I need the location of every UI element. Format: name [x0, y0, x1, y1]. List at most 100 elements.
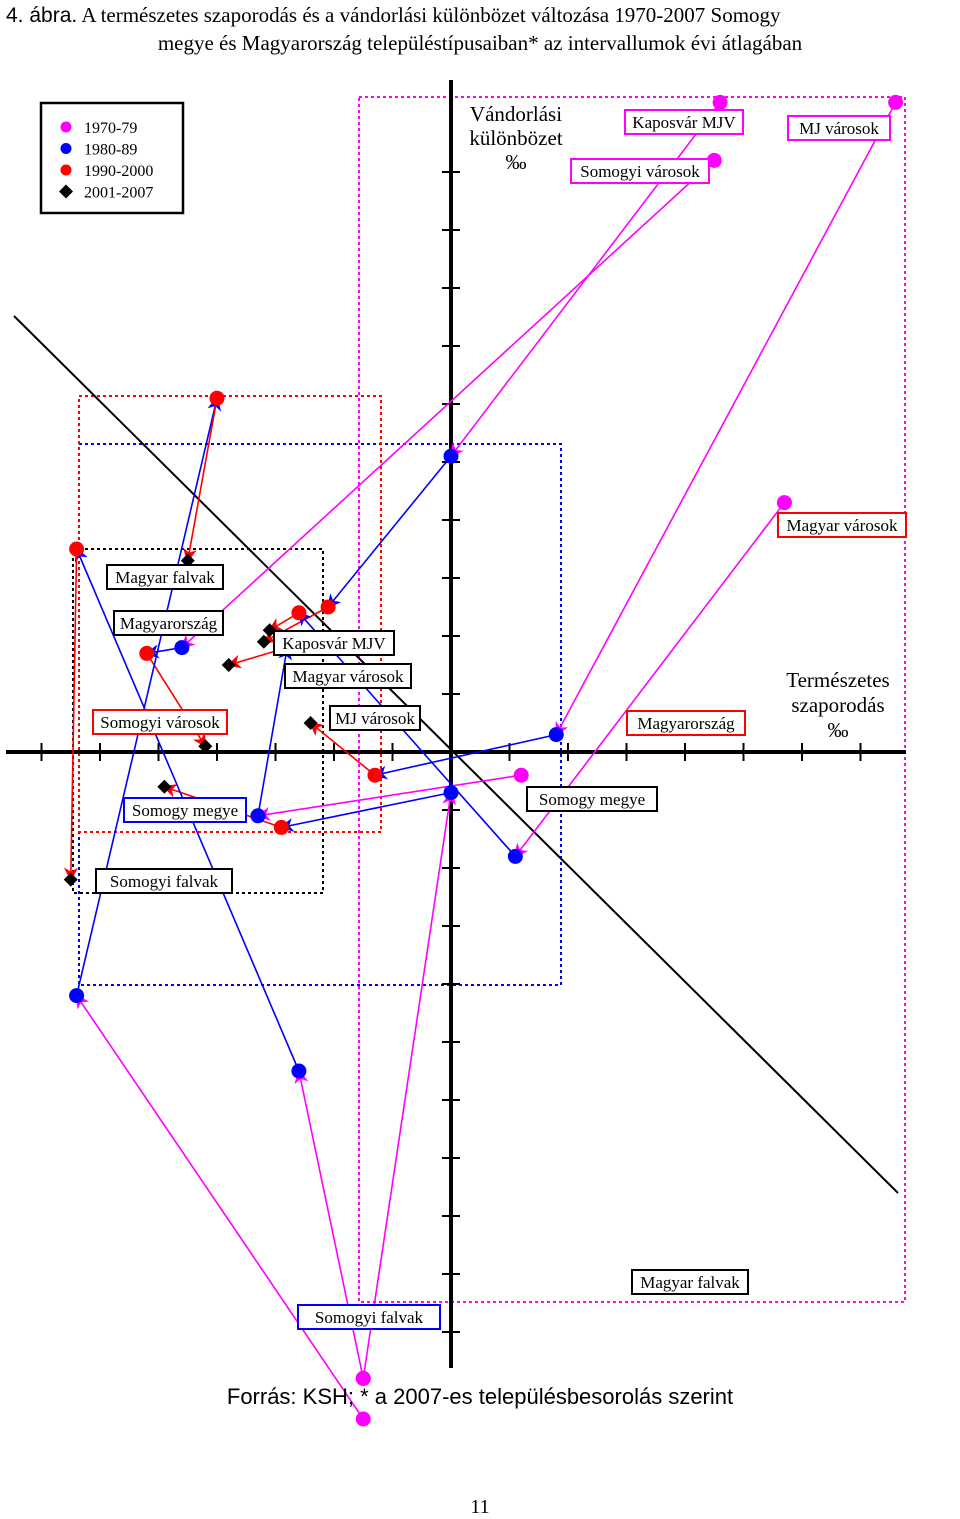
- point-1970-79: [355, 1370, 371, 1386]
- period-frame-3: [78, 395, 382, 833]
- label-box: [273, 630, 395, 656]
- point-diamond-2001-2007: [198, 739, 213, 754]
- label-box: [95, 868, 233, 894]
- point-1970-79: [888, 94, 904, 110]
- point-1980-89: [291, 1063, 307, 1079]
- point-label: Magyar falvak: [640, 1273, 740, 1292]
- title-text-1: A természetes szaporodás és a vándorlási…: [81, 3, 781, 27]
- data-points: [63, 94, 904, 1427]
- trajectory-arrow: [180, 159, 715, 649]
- label-box: [526, 786, 658, 812]
- point-1990-2000: [367, 767, 383, 783]
- label-box: [631, 1269, 749, 1295]
- trajectory-arrow: [449, 101, 721, 458]
- x-axis-label: szaporodás: [791, 693, 884, 717]
- source-note: Forrás: KSH; * a 2007-es településbesoro…: [226, 1384, 734, 1409]
- trajectory-arrow: [362, 790, 457, 1379]
- legend-label: 2001-2007: [84, 185, 153, 202]
- label-box: [92, 709, 228, 735]
- point-label: Magyar falvak: [115, 568, 215, 587]
- trajectory-arrow: [255, 774, 522, 821]
- point-1980-89: [174, 640, 190, 656]
- point-label: Somogyi falvak: [110, 872, 219, 891]
- y-axis-label: Vándorlási: [470, 102, 562, 126]
- label-box: [787, 115, 891, 141]
- label-box: [329, 705, 421, 731]
- point-1990-2000: [69, 541, 85, 557]
- trajectory-arrow: [182, 398, 218, 563]
- point-label: Somogyi falvak: [315, 1308, 424, 1327]
- diagonal-line: [13, 315, 899, 1194]
- point-1970-79: [706, 152, 722, 168]
- legend-marker: [60, 121, 72, 133]
- point-1970-79: [776, 495, 792, 511]
- period-frame-1: [358, 96, 906, 1303]
- point-1980-89: [443, 448, 459, 464]
- point-diamond-2001-2007: [221, 658, 236, 672]
- y-axis-label: ‰: [506, 150, 527, 174]
- label-box: [284, 663, 412, 689]
- point-label: MJ városok: [799, 119, 879, 138]
- point-1970-79: [513, 767, 529, 783]
- point-label: Somogy megye: [539, 790, 645, 809]
- legend-marker: [60, 143, 72, 154]
- label-box: [626, 710, 746, 736]
- point-1980-89: [250, 808, 266, 824]
- point-diamond-2001-2007: [303, 716, 318, 730]
- point-label: Magyarország: [637, 714, 735, 733]
- label-box: [113, 610, 224, 636]
- legend-marker: [59, 184, 73, 199]
- point-1990-2000: [273, 819, 289, 835]
- trajectory-arrow: [63, 548, 78, 882]
- point-1970-79: [712, 94, 728, 110]
- dotted-frames: [72, 96, 906, 1303]
- label-box: [297, 1304, 441, 1330]
- point-label: Somogy megye: [132, 801, 238, 820]
- x-axis-label: Természetes: [786, 668, 889, 692]
- page-number: 11: [470, 1496, 490, 1518]
- point-1980-89: [548, 727, 564, 743]
- point-1990-2000: [209, 390, 225, 406]
- trajectory-arrow: [326, 455, 452, 609]
- y-axis-label: különbözet: [469, 126, 562, 150]
- x-axis-label: ‰: [828, 718, 849, 742]
- trajectory-arrow: [75, 993, 364, 1420]
- title-line-1: 4. ábra. A természetes szaporodás és a v…: [6, 0, 781, 31]
- point-label: Somogyi városok: [100, 713, 220, 732]
- point-diamond-2001-2007: [63, 872, 78, 887]
- legend-label: 1970-79: [84, 120, 137, 137]
- trajectory-arrow: [372, 733, 557, 780]
- point-1980-89: [507, 848, 523, 864]
- point-label: Kaposvár MJV: [632, 113, 736, 132]
- point-1970-79: [355, 1411, 371, 1427]
- trajectory-arrow: [309, 721, 376, 776]
- point-label: Magyar városok: [787, 516, 898, 535]
- axes: Vándorlásikülönbözet‰Természetesszaporod…: [6, 80, 906, 1368]
- figure-number: 4. ábra.: [6, 4, 78, 27]
- point-1990-2000: [320, 599, 336, 615]
- trajectory-arrow: [257, 645, 293, 816]
- point-1990-2000: [139, 645, 155, 661]
- legend-marker: [60, 164, 72, 176]
- trajectory-arrow: [75, 396, 222, 996]
- period-frame-2: [78, 443, 562, 986]
- point-label: Kaposvár MJV: [282, 634, 386, 653]
- legend-label: 1990-2000: [84, 163, 153, 180]
- label-box: [123, 797, 247, 823]
- trajectory-lines: [63, 101, 897, 1420]
- trajectory-arrow: [294, 1069, 365, 1379]
- trajectory-arrow: [555, 102, 897, 737]
- point-label: MJ városok: [335, 709, 415, 728]
- label-box: [570, 158, 710, 184]
- label-box: [624, 109, 744, 135]
- label-box: [106, 564, 224, 590]
- point-label: Magyarország: [120, 614, 218, 633]
- point-label: Magyar városok: [293, 667, 404, 686]
- point-1980-89: [69, 988, 85, 1004]
- point-label: Somogyi városok: [580, 162, 700, 181]
- point-1990-2000: [291, 605, 307, 621]
- point-diamond-2001-2007: [256, 634, 271, 649]
- label-box: [777, 512, 907, 538]
